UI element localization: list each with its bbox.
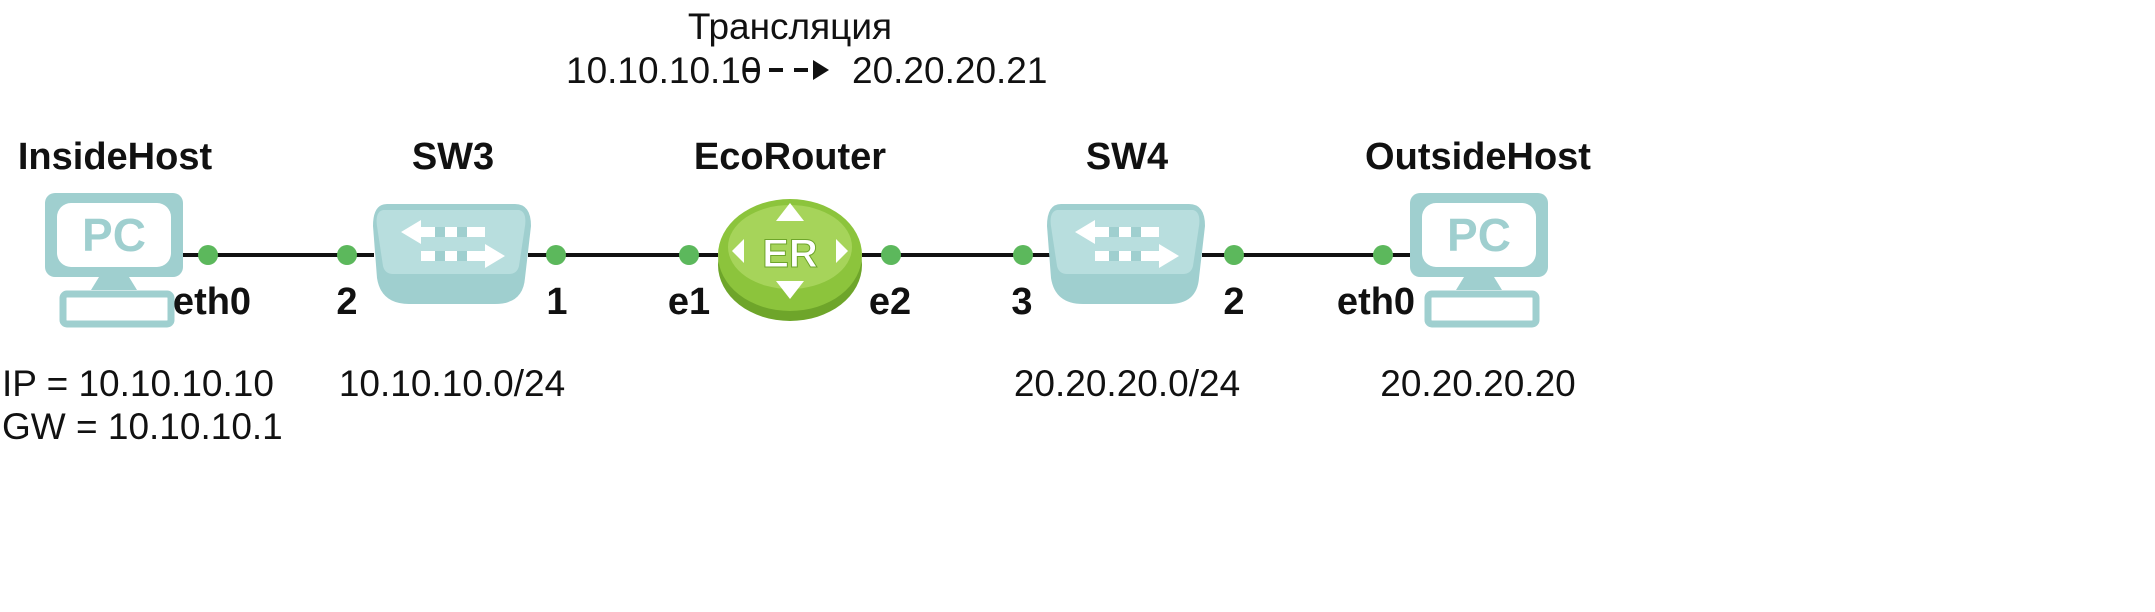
inside-host-ip: IP = 10.10.10.10 — [2, 363, 274, 404]
svg-text:PC: PC — [1447, 209, 1511, 261]
port-dots — [198, 245, 1393, 265]
translation-target-ip: 20.20.20.21 — [852, 50, 1048, 91]
port-dot-sw3-2 — [337, 245, 357, 265]
port-label-router-e1: e1 — [667, 281, 711, 323]
outside-host-ip: 20.20.20.20 — [1380, 363, 1576, 404]
port-dot-insidehost-eth0 — [198, 245, 218, 265]
port-dot-outsidehost-eth0 — [1373, 245, 1393, 265]
port-dot-sw3-1 — [546, 245, 566, 265]
pc-icon[interactable]: PC — [45, 193, 183, 328]
inside-host-gateway: GW = 10.10.10.1 — [2, 406, 283, 447]
outside-network: 20.20.20.0/24 — [1013, 363, 1241, 404]
pc-icon[interactable]: PC — [1410, 193, 1548, 328]
port-dot-ecorouter-e1 — [679, 245, 699, 265]
translation-arrow — [744, 60, 829, 80]
port-dot-sw4-2 — [1224, 245, 1244, 265]
device-name-sw3: SW3 — [411, 136, 495, 178]
inside-network: 10.10.10.0/24 — [338, 363, 566, 404]
port-label-router-e2: e2 — [868, 281, 912, 323]
port-label-outsidehost-eth0: eth0 — [1336, 281, 1416, 323]
port-label-sw3-left: 2 — [336, 281, 358, 323]
device-name-sw4: SW4 — [1085, 136, 1169, 178]
switch-icon[interactable] — [373, 204, 531, 304]
translation-source-ip: 10.10.10.10 — [566, 50, 762, 91]
router-icon[interactable]: ER — [718, 199, 862, 321]
port-dot-ecorouter-e2 — [881, 245, 901, 265]
device-name-outsidehost: OutsideHost — [1365, 136, 1591, 178]
port-label-sw4-right: 2 — [1223, 281, 1245, 323]
port-label-insidehost-eth0: eth0 — [172, 281, 252, 323]
port-dot-sw4-3 — [1013, 245, 1033, 265]
translation-title: Трансляция — [687, 6, 893, 47]
svg-text:ER: ER — [762, 232, 818, 276]
device-name-ecorouter: EcoRouter — [693, 136, 887, 178]
port-label-sw4-left: 3 — [1011, 281, 1033, 323]
svg-text:PC: PC — [82, 209, 146, 261]
switch-icon[interactable] — [1047, 204, 1205, 304]
device-name-insidehost: InsideHost — [17, 136, 213, 178]
port-label-sw3-right: 1 — [546, 281, 568, 323]
